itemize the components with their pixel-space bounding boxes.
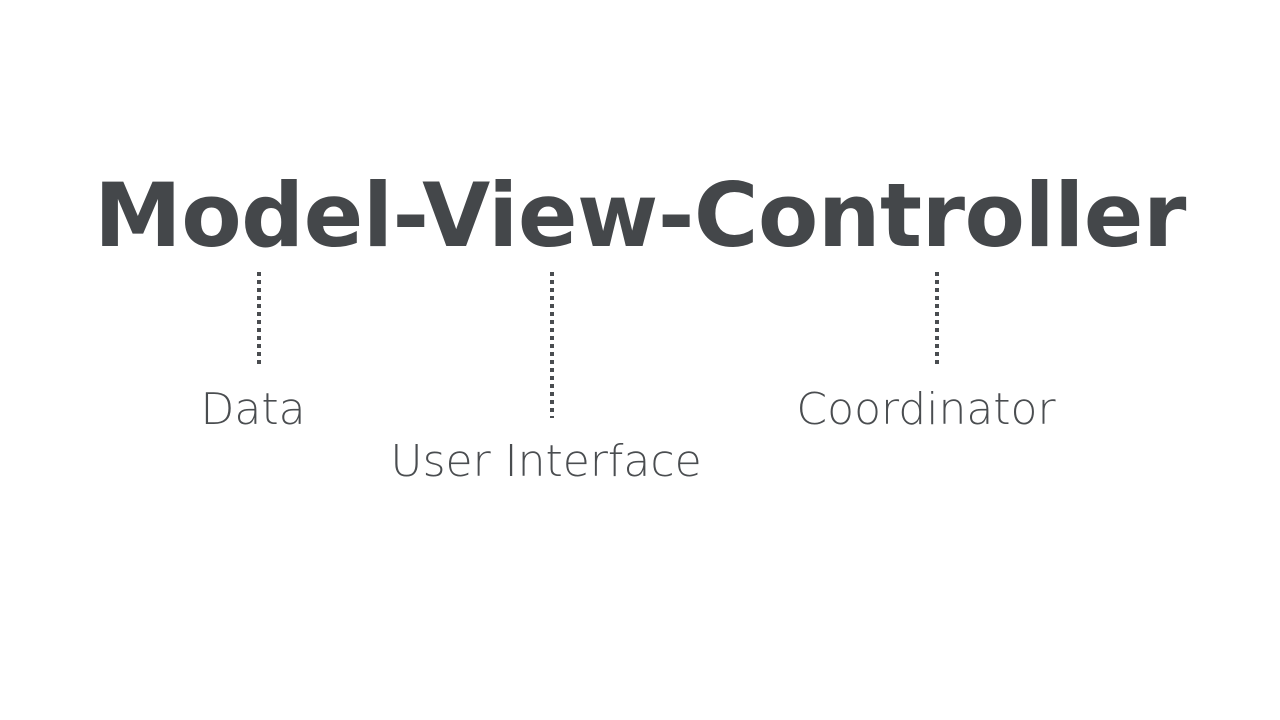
model-connector-line (257, 272, 261, 364)
page-title: Model-View-Controller (94, 164, 1186, 267)
view-connector-line (550, 272, 554, 418)
controller-connector-line (935, 272, 939, 364)
label-view-description: User Interface (390, 436, 702, 487)
label-model-description: Data (200, 384, 306, 435)
label-controller-description: Coordinator (796, 384, 1056, 435)
